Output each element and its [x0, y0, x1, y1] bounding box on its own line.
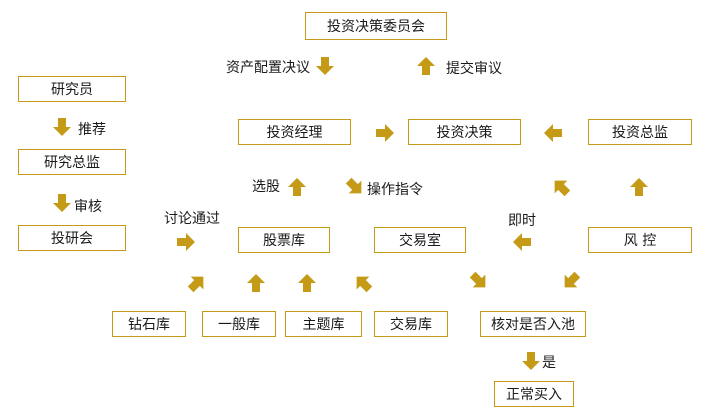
box-research-director: 研究总监 [18, 149, 126, 175]
box-risk-control: 风 控 [588, 227, 692, 253]
label-immediately: 即时 [508, 213, 536, 229]
arrow-left-icon [543, 123, 563, 143]
arrow-up-icon [246, 273, 266, 293]
box-pool-drill: 钻石库 [112, 311, 186, 337]
arrow-right-icon [176, 232, 196, 252]
box-researcher: 研究员 [18, 76, 126, 102]
arrow-up-icon [629, 177, 649, 197]
arrow-up-right-icon [187, 273, 207, 293]
box-committee: 投资决策委员会 [305, 12, 447, 40]
arrow-left-icon [512, 232, 532, 252]
arrow-right-icon [375, 123, 395, 143]
arrow-down-right-icon [345, 177, 365, 197]
arrow-up-icon [416, 56, 436, 76]
box-stock-pool: 股票库 [238, 227, 330, 253]
box-check-in-pool: 核对是否入池 [480, 311, 586, 337]
arrow-up-icon [287, 177, 307, 197]
box-pool-theme: 主题库 [285, 311, 362, 337]
label-operation-order: 操作指令 [367, 182, 423, 198]
arrow-down-icon [52, 117, 72, 137]
box-normal-buy: 正常买入 [494, 381, 574, 407]
box-portfolio-manager: 投资经理 [238, 119, 351, 145]
arrow-down-icon [315, 56, 335, 76]
box-pool-trading: 交易库 [374, 311, 448, 337]
box-investment-director: 投资总监 [588, 119, 692, 145]
label-select-stock: 选股 [252, 179, 280, 195]
arrow-up-left-icon [353, 273, 373, 293]
box-pool-general: 一般库 [202, 311, 276, 337]
box-trading-room: 交易室 [374, 227, 466, 253]
arrow-down-right-icon [469, 271, 489, 291]
label-review: 审核 [74, 199, 102, 215]
arrow-down-icon [521, 351, 541, 371]
arrow-up-icon [297, 273, 317, 293]
label-discussion-pass: 讨论通过 [164, 211, 220, 227]
label-asset-allocation: 资产配置决议 [226, 60, 310, 76]
box-investment-decision: 投资决策 [408, 119, 521, 145]
arrow-up-left-icon [551, 177, 571, 197]
arrow-down-icon [52, 193, 72, 213]
label-recommend: 推荐 [78, 122, 106, 138]
arrow-down-left-icon [561, 271, 581, 291]
label-submit-review: 提交审议 [446, 61, 502, 77]
label-yes: 是 [542, 355, 556, 371]
box-research-meeting: 投研会 [18, 225, 126, 251]
